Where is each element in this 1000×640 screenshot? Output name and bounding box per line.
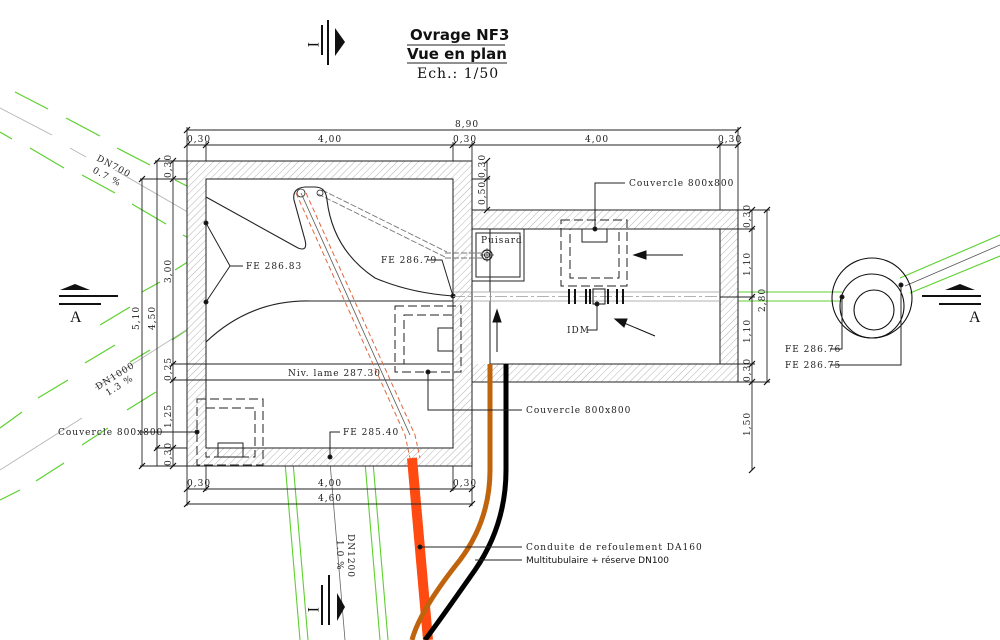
dimension-lines bbox=[140, 127, 770, 506]
left-chamber bbox=[186, 160, 473, 467]
flow-arrow-up bbox=[492, 308, 502, 352]
conduite-label: Conduite de refoulement DA160 bbox=[526, 543, 703, 553]
puisard-label: Puisard bbox=[481, 236, 523, 246]
outlet-axis bbox=[904, 244, 1000, 287]
dim-left-total: 5,10 bbox=[132, 306, 142, 330]
fe-28540-leader bbox=[327, 431, 340, 460]
title-line1: Ovrage NF3 bbox=[410, 26, 509, 44]
cover-top-leader bbox=[592, 182, 625, 232]
dim-top-left-inner: 4,00 bbox=[318, 135, 342, 145]
dim-left-inner-total: 4,50 bbox=[148, 306, 158, 330]
dim-bottom-right-wall: 0,30 bbox=[453, 479, 477, 489]
dim-bottom-left-wall: 0,30 bbox=[187, 479, 211, 489]
refoulement-inner-pipe bbox=[295, 192, 421, 459]
dim-left-bottom-wall: 0,30 bbox=[164, 442, 174, 466]
fe-28676-leader bbox=[830, 294, 845, 350]
title-line2: Vue en plan bbox=[407, 45, 507, 63]
fe-28675-label: FE 286.75 bbox=[785, 361, 841, 371]
cover-mid bbox=[394, 305, 462, 373]
dim-left-lame: 0,25 bbox=[164, 357, 174, 381]
dim-bottom-inner: 4,00 bbox=[318, 479, 342, 489]
flow-arrow-left bbox=[632, 250, 683, 260]
fe-28676-label: FE 286.76 bbox=[785, 345, 841, 355]
dimension-ticks bbox=[138, 126, 771, 508]
dim-right-upper: 1,10 bbox=[743, 252, 753, 276]
fe-28683-leader bbox=[203, 220, 243, 305]
section-bottom-label: I bbox=[304, 607, 321, 612]
dim-top-right-wall: 0,30 bbox=[718, 135, 742, 145]
outlet-manhole bbox=[831, 257, 913, 339]
multitub-label: Multitubulaire + réserve DN100 bbox=[526, 555, 669, 566]
dn1200-pipe bbox=[284, 461, 389, 640]
outlet-pipe-green bbox=[720, 234, 1000, 302]
conduite-leader bbox=[417, 544, 522, 561]
idm-label: IDM bbox=[567, 326, 590, 336]
dim-top-right-inner: 4,00 bbox=[585, 135, 609, 145]
dim-left-top-wall: 0,30 bbox=[164, 154, 174, 178]
dim-left-upper: 3,00 bbox=[164, 259, 174, 283]
dim-mid-top-wall: 0,30 bbox=[478, 154, 488, 178]
channel-walls bbox=[205, 186, 454, 343]
cover-left-label: Couvercle 800x800 bbox=[58, 428, 163, 438]
flow-arrow-diag bbox=[613, 318, 656, 337]
section-top-label: I bbox=[304, 42, 321, 47]
drain-icon bbox=[480, 248, 494, 262]
cover-top-label: Couvercle 800x800 bbox=[629, 179, 734, 189]
overflow-pipe bbox=[317, 189, 487, 259]
fe-28675-leader bbox=[830, 282, 904, 366]
section-mark-bottom: I bbox=[304, 575, 345, 625]
fe-28679-label: FE 286.79 bbox=[381, 256, 437, 266]
fe-28679-leader bbox=[427, 259, 456, 299]
dn1000-pipe bbox=[0, 250, 206, 501]
multitubulaire-orange-pipe bbox=[409, 364, 493, 640]
dim-bottom-total: 4,60 bbox=[318, 494, 342, 504]
dim-right-lower: 1,10 bbox=[743, 319, 753, 343]
cover-mid-leader bbox=[425, 369, 522, 411]
dim-top-total: 8,90 bbox=[455, 120, 479, 130]
dn1200-name: DN1200 bbox=[345, 534, 355, 578]
dim-right-extra: 1,50 bbox=[743, 412, 753, 436]
scale-label: Ech.: 1/50 bbox=[417, 66, 499, 82]
dim-right-bottom-wall: 0,30 bbox=[743, 358, 753, 382]
dim-mid-offset: 0,50 bbox=[478, 181, 488, 205]
puisard: Puisard bbox=[471, 228, 525, 282]
section-mark-top: I bbox=[304, 20, 345, 65]
section-right-label: A bbox=[969, 309, 981, 326]
idm-leader bbox=[587, 301, 600, 331]
cover-mid-label: Couvercle 800x800 bbox=[526, 406, 631, 416]
dim-left-lower: 1,25 bbox=[164, 404, 174, 428]
valves bbox=[568, 288, 624, 305]
niv-lame-label: Niv. lame 287.30 bbox=[288, 369, 381, 379]
multitubulaire-black-pipe bbox=[422, 364, 509, 640]
fe-28683-label: FE 286.83 bbox=[246, 262, 302, 272]
fe-28540-label: FE 285.40 bbox=[343, 428, 399, 438]
dim-right-total: 2,80 bbox=[758, 288, 768, 312]
cover-left bbox=[196, 398, 264, 466]
cover-left-leader bbox=[140, 429, 200, 435]
dn1200-slope: 1.0 % bbox=[334, 540, 344, 571]
dim-top-mid-wall: 0,30 bbox=[453, 135, 477, 145]
section-mark-right: A bbox=[922, 284, 981, 326]
dim-right-top-wall: 0,30 bbox=[743, 204, 753, 228]
section-left-label: A bbox=[70, 309, 82, 326]
dim-top-left-wall: 0,30 bbox=[187, 135, 211, 145]
section-mark-left: A bbox=[59, 284, 118, 326]
